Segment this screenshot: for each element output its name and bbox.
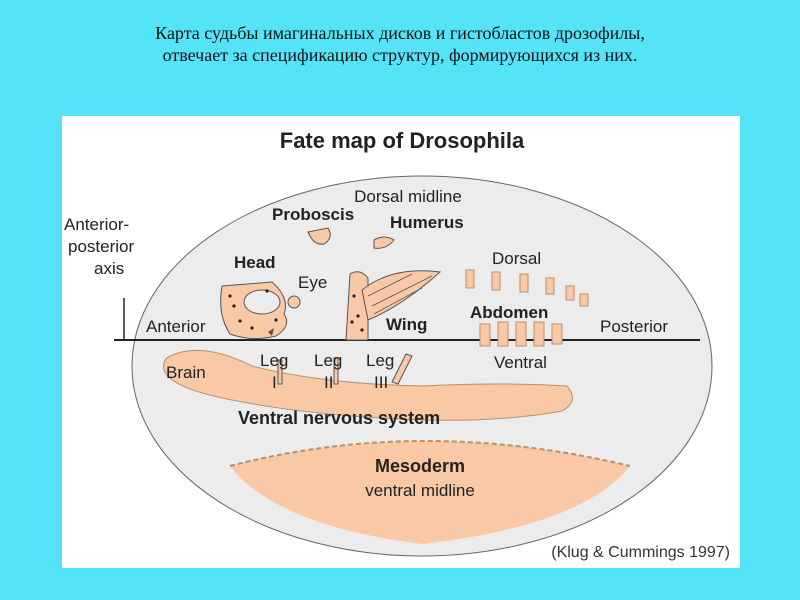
wing-label: Wing	[386, 315, 427, 334]
posterior-label: Posterior	[600, 317, 668, 336]
humerus-disc	[373, 236, 395, 249]
fate-map-diagram: Fate map of Drosophila Dorsal midline An…	[64, 128, 713, 557]
leg-discs	[277, 353, 413, 385]
wing-disc	[345, 270, 442, 341]
humerus-label: Humerus	[390, 213, 464, 232]
abdomen-label: Abdomen	[470, 303, 548, 322]
axis-label-2: posterior	[68, 237, 134, 256]
leg-i-disc	[277, 359, 283, 385]
dorsal-midline-label: Dorsal midline	[354, 187, 462, 206]
credit-text: (Klug & Cummings 1997)	[551, 544, 730, 561]
leg-i-label-1: Leg	[260, 351, 288, 370]
mesoderm-boundary	[229, 440, 631, 467]
axis-label-1: Anterior-	[64, 215, 129, 234]
figure-title: Fate map of Drosophila	[280, 128, 525, 153]
ventral-midline-label: ventral midline	[365, 481, 475, 500]
caption-line-2: отвечает за спецификацию структур, форми…	[162, 45, 638, 65]
fate-map-figure: Fate map of Drosophila Dorsal midline An…	[62, 116, 740, 568]
mesoderm-label: Mesoderm	[375, 456, 465, 476]
axis-label-3: axis	[94, 259, 124, 278]
dorsal-histoblasts	[465, 269, 589, 307]
brain-vns-region	[163, 349, 573, 421]
leg-iii-disc	[391, 353, 413, 385]
head-label: Head	[234, 253, 276, 272]
anterior-label: Anterior	[146, 317, 206, 336]
ventral-histoblasts	[479, 321, 563, 347]
leg-i-label-2: I	[272, 373, 277, 392]
leg-iii-label-1: Leg	[366, 351, 394, 370]
ventral-label: Ventral	[494, 353, 547, 372]
brain-label: Brain	[166, 363, 206, 382]
proboscis-disc	[307, 227, 331, 245]
head-disc	[220, 281, 301, 340]
caption-line-1: Карта судьбы имагинальных дисков и гисто…	[155, 23, 645, 43]
proboscis-label: Proboscis	[272, 205, 354, 224]
mesoderm-region	[230, 441, 630, 544]
vns-label: Ventral nervous system	[238, 408, 440, 428]
leg-ii-label-2: II	[324, 373, 333, 392]
dorsal-label: Dorsal	[492, 249, 541, 268]
leg-iii-label-2: III	[374, 373, 388, 392]
eye-label: Eye	[298, 273, 327, 292]
leg-ii-disc	[333, 357, 339, 385]
leg-ii-label-1: Leg	[314, 351, 342, 370]
slide-caption: Карта судьбы имагинальных дисков и гисто…	[40, 22, 760, 66]
